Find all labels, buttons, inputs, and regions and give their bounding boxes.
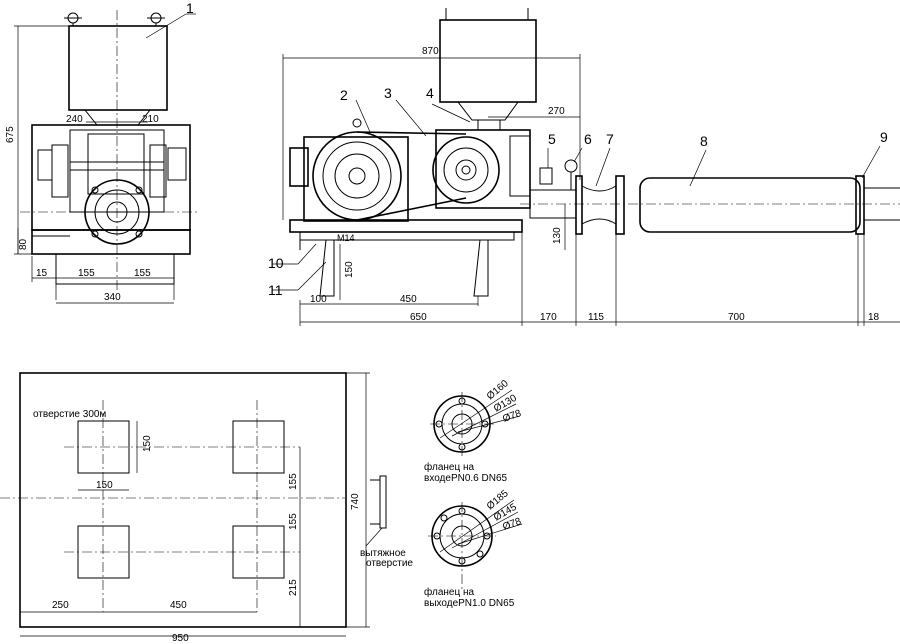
dim-115: 115 — [588, 312, 604, 323]
dim-80: 80 — [18, 238, 29, 250]
dim-950: 950 — [172, 633, 189, 644]
flange-inlet — [430, 389, 521, 456]
dim-270: 270 — [548, 106, 565, 117]
callout-8: 8 — [700, 133, 708, 149]
foundation-plan — [0, 372, 387, 637]
side-view-dimensions: 870 270 M14 150 130 100 450 650 170 115 … — [310, 46, 880, 323]
callout-1: 1 — [186, 0, 194, 16]
dim-150-square-h: 150 — [96, 480, 113, 491]
flange-labels: Ø160 Ø130 Ø78 фланец на входеPN0.6 DN65 … — [424, 378, 523, 609]
dim-18: 18 — [868, 312, 880, 323]
callout-4: 4 — [426, 85, 434, 101]
callout-7: 7 — [606, 131, 614, 147]
flange-outlet — [428, 499, 523, 590]
dim-100: 100 — [310, 294, 327, 305]
outlet-caption-1: фланец на — [424, 586, 475, 598]
dim-210: 210 — [142, 114, 159, 125]
dim-215: 215 — [288, 579, 299, 596]
dim-650: 650 — [410, 312, 427, 323]
dim-155-left: 155 — [78, 268, 95, 279]
dim-340: 340 — [104, 292, 121, 303]
front-view-dimensions: 675 240 210 80 15 155 155 340 — [5, 114, 159, 303]
dim-675: 675 — [5, 126, 16, 143]
outlet-caption-2: выходеPN1.0 DN65 — [424, 598, 515, 609]
dim-155-upper: 155 — [288, 473, 299, 490]
dim-155-right: 155 — [134, 268, 151, 279]
dim-m14: M14 — [337, 233, 355, 243]
callout-10: 10 — [268, 255, 284, 271]
dim-240: 240 — [66, 114, 83, 125]
foundation-dimensions: отверстие 300м 150 150 155 155 215 250 4… — [33, 409, 413, 644]
dim-15: 15 — [36, 268, 48, 279]
callout-9: 9 — [880, 129, 888, 145]
callout-2: 2 — [340, 87, 348, 103]
front-view — [14, 10, 200, 304]
callout-3: 3 — [384, 85, 392, 101]
exhaust-note-line2: отверстие — [366, 558, 413, 569]
callout-6: 6 — [584, 131, 592, 147]
inlet-caption-1: фланец на — [424, 461, 475, 473]
dim-740: 740 — [350, 493, 361, 510]
dim-155-lower: 155 — [288, 513, 299, 530]
dim-150-foot: 150 — [344, 261, 355, 278]
dim-170: 170 — [540, 312, 557, 323]
dim-450-side: 450 — [400, 294, 417, 305]
inlet-caption-2: входеPN0.6 DN65 — [424, 473, 508, 484]
callout-5: 5 — [548, 131, 556, 147]
dim-150-square-v: 150 — [142, 435, 153, 452]
hole-note: отверстие 300м — [33, 409, 106, 420]
dim-130: 130 — [552, 227, 563, 244]
dim-250: 250 — [52, 600, 69, 611]
exhaust-note-line1: вытяжное — [360, 548, 406, 559]
dim-870: 870 — [422, 46, 439, 57]
side-view — [145, 8, 900, 326]
dim-700: 700 — [728, 312, 745, 323]
callout-11: 11 — [268, 282, 283, 298]
callout-numbers: 1 2 3 4 5 6 7 8 9 10 11 — [186, 0, 888, 298]
dim-450-plan: 450 — [170, 600, 187, 611]
